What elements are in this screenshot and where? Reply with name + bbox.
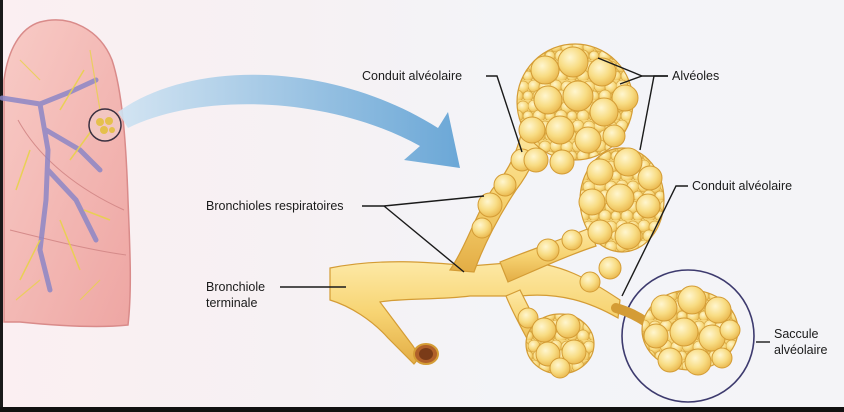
alveoli-cluster-bottom-left [525, 313, 595, 379]
leader-conduit-right [621, 185, 688, 297]
leader-alveoles-b [619, 75, 643, 85]
leader-bronchioles-b [383, 205, 465, 273]
saccule-cluster [611, 269, 755, 403]
alveoli-cluster-top [516, 43, 639, 175]
left-edge-bar [0, 0, 3, 412]
zoom-arrow [118, 74, 460, 168]
bottom-edge-bar [0, 407, 844, 412]
leader-bronchioles-a [362, 195, 485, 207]
label-conduit-alveolaire-top: Conduit alvéolaire [362, 69, 463, 83]
lung-illustration [0, 19, 132, 328]
label-alveoles: Alvéoles [672, 69, 720, 83]
label-saccule-2: alvéolaire [774, 343, 828, 357]
saccule-highlight-circle [621, 269, 755, 403]
label-bronchiole-terminale-1: Bronchiole [206, 280, 266, 294]
leader-alveoles-c [639, 75, 668, 151]
leader-conduit-top [486, 75, 523, 153]
label-conduit-alveolaire-right: Conduit alvéolaire [692, 179, 793, 193]
alveoli-cluster-middle [578, 147, 665, 253]
leader-lines [280, 57, 770, 343]
bronchiole-tree [329, 119, 622, 365]
label-bronchioles-respiratoires: Bronchioles respiratoires [206, 199, 344, 213]
label-bronchiole-terminale-2: terminale [206, 296, 258, 310]
zoom-circle-small [88, 108, 122, 142]
label-saccule-1: Saccule [774, 327, 819, 341]
